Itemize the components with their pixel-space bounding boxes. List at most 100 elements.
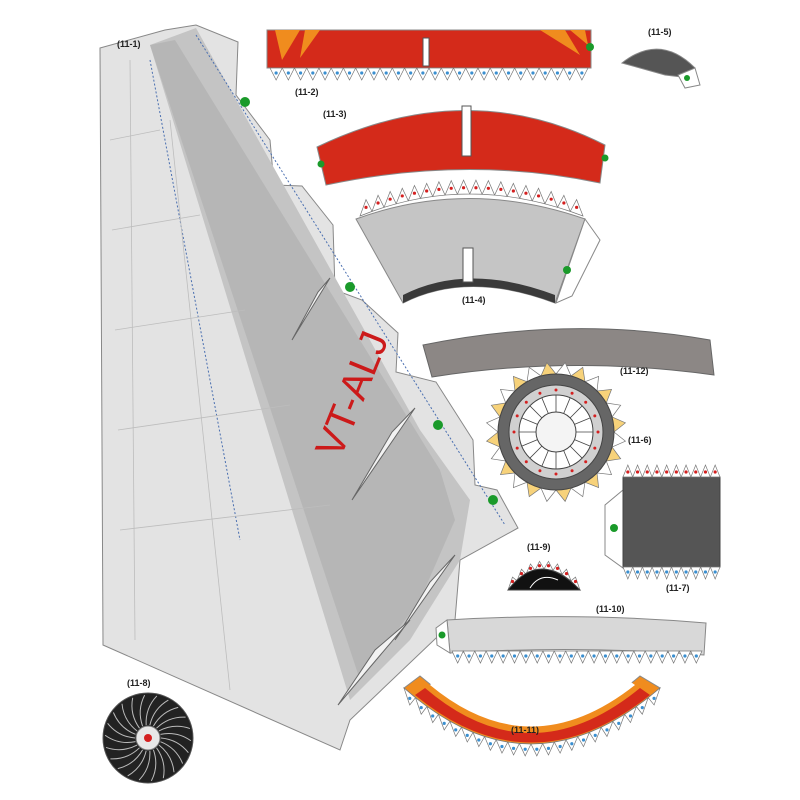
tab-dot — [626, 654, 630, 658]
fan-blade — [150, 749, 157, 782]
tab-dot — [478, 654, 483, 658]
part-label-11-4: (11-4) — [462, 295, 486, 305]
part-11-6: (11-6) — [485, 361, 652, 503]
part-11-2-flame-stripes — [275, 30, 588, 60]
tab-dot — [655, 470, 659, 474]
tab-dot — [564, 572, 569, 576]
fan-blade — [117, 749, 144, 770]
ring-dot — [524, 460, 528, 464]
ring-dot — [554, 472, 558, 476]
ring-dot — [515, 446, 519, 450]
tab-dot — [660, 654, 664, 658]
tab-dot — [384, 71, 388, 75]
tab-dot — [535, 747, 539, 751]
tab-dot — [445, 71, 449, 75]
part-label-11-7: (11-7) — [666, 583, 690, 593]
tab-dot — [558, 744, 562, 749]
tab-dot — [511, 189, 515, 193]
part-label-11-11: (11-11) — [511, 725, 539, 735]
tab-dot — [580, 71, 584, 75]
tab-dot — [511, 746, 516, 750]
glue-dot — [317, 160, 325, 168]
part-11-8: (11-8) — [102, 678, 194, 784]
part-11-6-tabs — [485, 361, 627, 503]
tab-dot — [605, 728, 609, 732]
tab-dot — [645, 470, 649, 474]
tab-dot — [570, 742, 574, 746]
tab-dot — [665, 470, 669, 474]
tab-dot — [546, 746, 551, 750]
tab-dot — [500, 744, 504, 749]
ring-dot — [538, 469, 542, 473]
tab-dot — [626, 470, 630, 474]
part-11-11-band-white — [430, 680, 635, 727]
part-11-9-fan — [506, 568, 582, 591]
tab-dot — [569, 654, 573, 658]
tab-dot — [396, 71, 401, 75]
tab-dot — [433, 71, 437, 75]
tab-dot — [568, 71, 572, 75]
tab-dot — [494, 71, 498, 75]
part-label-11-1: (11-1) — [117, 39, 141, 49]
part-11-5: (11-5) — [620, 27, 701, 89]
part-11-3-arc — [316, 110, 606, 186]
tab-dot — [713, 570, 717, 574]
part-11-12: (11-12) — [422, 328, 715, 378]
glue-dot — [488, 495, 498, 505]
tab-dot — [499, 187, 503, 191]
part-11-4: (11-4) — [355, 179, 601, 305]
tab-dot — [645, 570, 649, 574]
tab-dot — [575, 205, 579, 209]
tab-dot — [286, 71, 290, 75]
tab-dot — [546, 654, 551, 658]
tab-dot — [674, 470, 678, 474]
part-11-2-tabs — [269, 67, 589, 81]
tab-dot — [388, 197, 392, 201]
part-11-12-band — [422, 328, 715, 378]
tab-dot — [531, 71, 535, 75]
tab-dot — [649, 654, 653, 658]
part-11-4-dark-edge — [403, 278, 555, 303]
fan-blade — [156, 747, 165, 779]
fan-blade — [112, 712, 136, 735]
ring-dot — [596, 430, 600, 434]
spoke — [521, 417, 538, 425]
part-11-1-fold-line — [195, 34, 506, 526]
tab-dot — [412, 191, 417, 195]
spoke — [574, 417, 591, 425]
tab-dot — [683, 654, 687, 658]
fan-blade — [110, 747, 140, 760]
fan-blade — [104, 734, 136, 744]
ring-dot — [538, 391, 542, 395]
ring-dot — [584, 460, 588, 464]
part-11-2: (11-2) — [266, 29, 594, 97]
tab-dot — [442, 721, 446, 725]
glue-tab — [647, 686, 661, 706]
tab-dot — [684, 570, 688, 574]
glue-dot — [684, 75, 690, 81]
tab-dot — [549, 197, 553, 201]
part-11-7-tabs — [622, 464, 721, 580]
part-label-11-12: (11-12) — [620, 366, 649, 376]
tab-dot — [512, 654, 517, 658]
tab-dot — [562, 201, 566, 205]
part-11-1-fold-line-2 — [149, 59, 241, 541]
tab-dot — [626, 570, 630, 574]
ring-dot — [593, 414, 597, 418]
tab-dot — [640, 706, 644, 710]
spoke — [541, 450, 549, 467]
part-11-1-panel-lines — [109, 59, 331, 691]
spoke — [529, 405, 543, 419]
tab-dot — [593, 733, 597, 738]
part-11-9-swirl — [529, 576, 559, 589]
part-11-1-dark-band — [150, 40, 455, 680]
glue-dot — [601, 154, 609, 162]
ring-dot — [512, 430, 516, 434]
tab-dot — [703, 570, 708, 574]
tab-dot — [537, 564, 542, 568]
part-11-3: (11-3) — [316, 105, 609, 186]
tab-dot — [684, 470, 688, 474]
part-11-4-side-tab — [555, 217, 601, 304]
tab-dot — [524, 191, 528, 195]
